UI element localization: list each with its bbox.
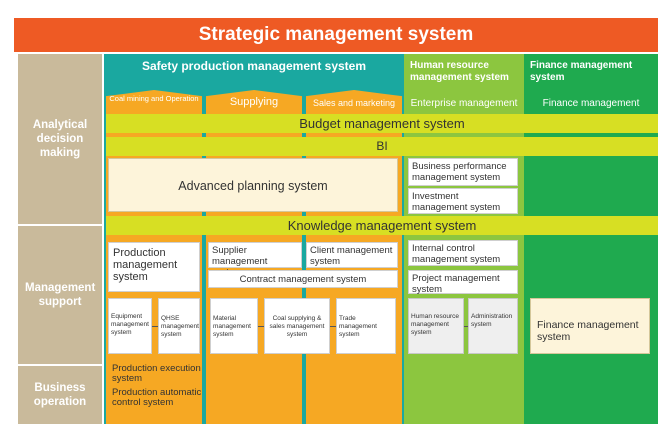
row-label-business: Business operation <box>18 366 102 424</box>
finance-management-box: Finance management system <box>530 298 650 354</box>
advanced-planning-box: Advanced planning system <box>108 158 398 212</box>
hr-management-box: Human resource management system <box>408 298 464 354</box>
equipment-management-box: Equipment management system <box>108 298 152 354</box>
row-label-management-text: Management support <box>25 282 96 308</box>
business-performance-box: Business performance management system <box>408 158 518 186</box>
row-label-analytical-text: Analytical decision making <box>32 119 88 159</box>
column-finance <box>524 54 658 424</box>
column-title-finance: Finance management system <box>530 60 633 83</box>
connector <box>330 326 336 327</box>
row-label-business-text: Business operation <box>33 382 87 408</box>
connector <box>258 326 264 327</box>
production-execution-label: Production execution system <box>112 363 201 384</box>
connector <box>152 326 158 327</box>
column-title-hr: Human resource management system <box>410 60 509 83</box>
row-label-management: Management support <box>18 226 102 364</box>
column-title-safety: Safety production management system <box>141 59 367 73</box>
page-title: Strategic management system <box>14 18 658 52</box>
contract-management-box: Contract management system <box>208 270 398 288</box>
production-automatic-control-label: Production automatic control system <box>112 387 202 408</box>
administration-box: Administration system <box>468 298 518 354</box>
tab-enterprise-management: Enterprise management <box>410 98 518 109</box>
knowledge-management-bar: Knowledge management system <box>106 216 658 235</box>
investment-box: Investment management system <box>408 188 518 214</box>
qhse-management-box: QHSE management system <box>158 298 200 354</box>
row-label-analytical: Analytical decision making <box>18 54 102 224</box>
trade-management-box: Trade management system <box>336 298 396 354</box>
tab-sales-marketing: Sales and marketing <box>306 90 402 112</box>
bi-bar: BI <box>106 137 658 156</box>
internal-control-box: Internal control management system <box>408 240 518 266</box>
project-management-box: Project management system <box>408 270 518 295</box>
budget-management-bar: Budget management system <box>106 114 658 133</box>
coal-supplying-sales-box: Coal supplying & sales management system <box>264 298 330 354</box>
tab-finance-management: Finance management <box>542 98 640 109</box>
tab-coal-mining: Coal mining and Operation <box>106 90 202 112</box>
production-management-box: Production management system <box>108 242 200 292</box>
tab-supplying: Supplying <box>206 90 302 112</box>
material-management-box: Material management system <box>210 298 258 354</box>
column-hr <box>404 54 524 424</box>
supplier-management-box: Supplier management system <box>208 242 302 278</box>
connector <box>464 326 468 327</box>
client-management-box: Client management system <box>306 242 398 268</box>
